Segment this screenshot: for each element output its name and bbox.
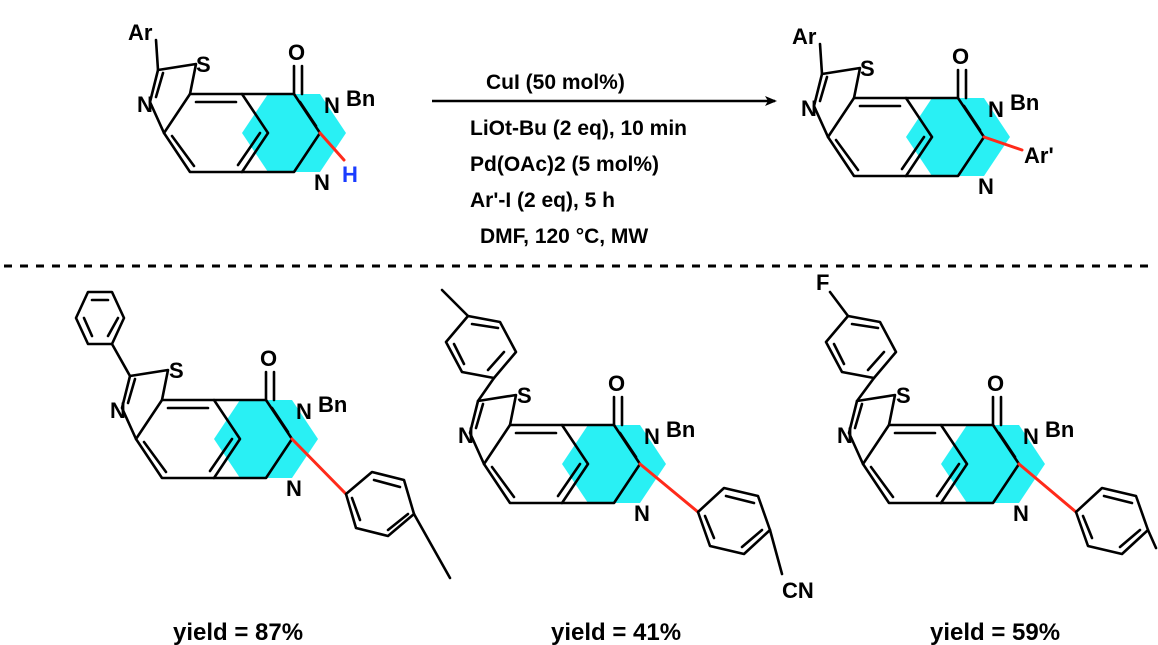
example-structure-3: S N O N Bn N F — [816, 270, 1158, 556]
reactant-bn-label: Bn — [346, 86, 375, 111]
condition-4: Ar'-I (2 eq), 5 h — [470, 189, 615, 212]
example-structure-1: S N O N Bn N — [74, 290, 452, 580]
reactant-h-label: H — [342, 162, 358, 187]
ex2-s-label: S — [517, 383, 532, 408]
example-structure-2: S N O N Bn N CN — [440, 288, 814, 603]
ex1-s-label: S — [169, 358, 184, 383]
ex3-bn-label: Bn — [1045, 417, 1074, 442]
product-s-label: S — [860, 56, 875, 81]
product-n2-label: N — [988, 97, 1004, 122]
ex2-n1-label: N — [458, 423, 474, 448]
ex3-n2-label: N — [1023, 424, 1039, 449]
product-o-label: O — [952, 44, 969, 69]
product-n1-label: N — [801, 96, 817, 121]
ex1-bn-label: Bn — [318, 392, 347, 417]
ex3-f-label: F — [816, 270, 829, 295]
yield-2: yield = 41% — [551, 619, 681, 645]
product-n3-label: N — [978, 174, 994, 199]
reactant-s-label: S — [196, 52, 211, 77]
ex2-n2-label: N — [644, 424, 660, 449]
product-arprime-label: Ar' — [1024, 143, 1054, 168]
ex2-cn-label: CN — [782, 578, 814, 603]
product-ar-label: Ar — [792, 24, 817, 49]
condition-1: CuI (50 mol%) — [486, 71, 625, 94]
reactant-n1-label: N — [137, 92, 153, 117]
ex2-n3-label: N — [634, 501, 650, 526]
product-structure: Ar S N O N Bn N Ar' — [792, 24, 1054, 199]
ex3-n1-label: N — [837, 423, 853, 448]
product-bn-label: Bn — [1010, 90, 1039, 115]
ex1-n2-label: N — [296, 399, 312, 424]
ex2-o-label: O — [608, 371, 625, 396]
reactant-n3-label: N — [314, 170, 330, 195]
ex3-n3-label: N — [1013, 501, 1029, 526]
yield-1: yield = 87% — [173, 619, 303, 645]
condition-5: DMF, 120 °C, MW — [480, 225, 648, 248]
condition-3: Pd(OAc)2 (5 mol%) — [470, 153, 659, 176]
reactant-o-label: O — [288, 40, 305, 65]
ex1-n1-label: N — [110, 398, 126, 423]
reactant-n2-label: N — [324, 93, 340, 118]
ex3-o-label: O — [987, 371, 1004, 396]
reactant-ar-label: Ar — [128, 20, 153, 45]
ex1-o-label: O — [260, 346, 277, 371]
ex2-bn-label: Bn — [666, 417, 695, 442]
reactant-structure: Ar S N O N Bn N H — [128, 20, 375, 195]
condition-2: LiOt-Bu (2 eq), 10 min — [470, 117, 687, 140]
ex1-n3-label: N — [286, 476, 302, 501]
yield-3: yield = 59% — [930, 619, 1060, 645]
ex3-s-label: S — [896, 383, 911, 408]
